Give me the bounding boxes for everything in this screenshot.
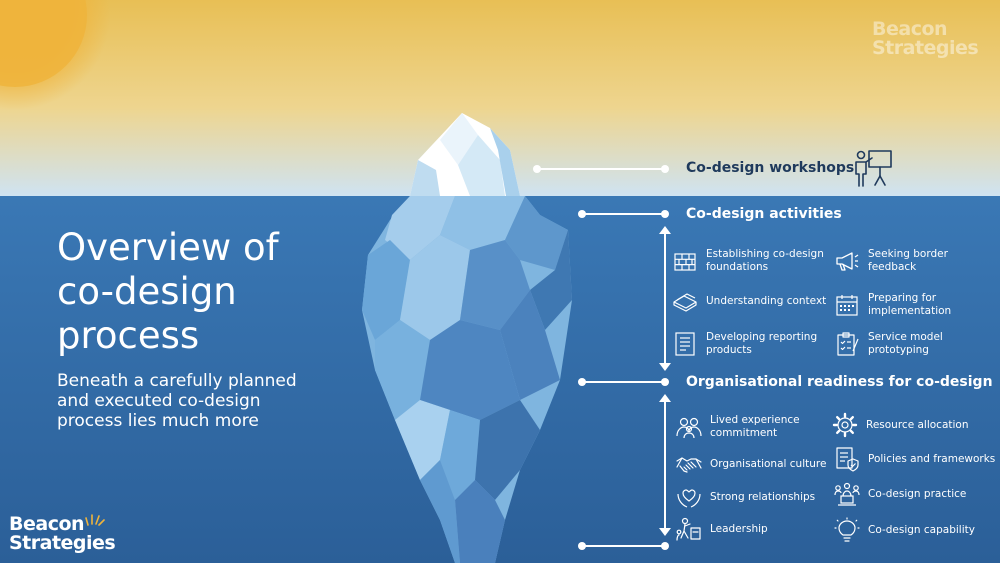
readiness-label: Organisational culture bbox=[710, 458, 826, 471]
readiness-item: Leadership bbox=[676, 516, 768, 542]
readiness-item: Strong relationships bbox=[676, 484, 815, 510]
label-line: Establishing co-design bbox=[706, 248, 824, 260]
presenter-icon bbox=[855, 150, 892, 187]
label-line: Leadership bbox=[710, 522, 768, 535]
iceberg-tip bbox=[410, 113, 520, 196]
label-line: Co-design capability bbox=[868, 523, 975, 536]
readiness-label: Resource allocation bbox=[866, 419, 969, 432]
page-title: Overview of co-design process bbox=[57, 226, 357, 358]
label-line: Co-design practice bbox=[868, 487, 967, 500]
gear-icon bbox=[832, 412, 858, 438]
label-line: Service model bbox=[868, 331, 943, 343]
readiness-label: Leadership bbox=[710, 523, 768, 536]
section-header-workshops: Co-design workshops bbox=[686, 160, 855, 176]
readiness-label: Strong relationships bbox=[710, 491, 815, 504]
team-laptop-icon bbox=[834, 482, 860, 506]
activity-item: Understanding context bbox=[672, 288, 826, 314]
activity-item: Establishing co-design foundations bbox=[672, 248, 824, 274]
readiness-item: Co-design practice bbox=[834, 481, 966, 507]
activity-item: Seeking border feedback bbox=[834, 248, 948, 274]
readiness-label: Co-design practice bbox=[868, 488, 966, 501]
readiness-item: Policies and frameworks bbox=[834, 446, 995, 472]
brand-top-line2: Strategies bbox=[872, 37, 979, 59]
label-line: feedback bbox=[868, 261, 917, 273]
subtitle-line: Beneath a carefully planned bbox=[57, 371, 297, 391]
title-line: co-design bbox=[57, 270, 237, 313]
connectors bbox=[533, 165, 671, 550]
label-line: Seeking border bbox=[868, 248, 948, 260]
policy-icon bbox=[836, 447, 859, 472]
subtitle-line: and executed co-design bbox=[57, 391, 261, 411]
books-icon bbox=[673, 293, 697, 312]
label-line: Policies and frameworks bbox=[868, 452, 996, 465]
activity-label: Service model prototyping bbox=[868, 331, 943, 357]
subtitle-line: process lies much more bbox=[57, 411, 259, 431]
activity-item: Developing reporting products bbox=[672, 331, 817, 357]
label-line: Lived experience bbox=[710, 414, 800, 426]
brand-bottom-line2: Strategies bbox=[9, 532, 116, 554]
title-line: process bbox=[57, 314, 200, 357]
readiness-item: Organisational culture bbox=[676, 451, 826, 477]
document-icon bbox=[675, 332, 695, 356]
label-line: Developing reporting bbox=[706, 331, 818, 343]
label-line: Resource allocation bbox=[866, 418, 969, 431]
beacon-rays-icon bbox=[85, 514, 105, 526]
brand-logo-bottom: Beacon Strategies bbox=[9, 513, 116, 554]
section-header-readiness: Organisational readiness for co-design bbox=[686, 374, 993, 390]
readiness-item: Co-design capability bbox=[834, 517, 975, 543]
brick-wall-icon bbox=[674, 253, 696, 271]
label-line: products bbox=[706, 344, 752, 356]
readiness-label: Policies and frameworks bbox=[868, 453, 995, 466]
clipboard-icon bbox=[837, 332, 859, 356]
label-line: prototyping bbox=[868, 344, 929, 356]
readiness-label: Co-design capability bbox=[868, 524, 975, 537]
brand-bottom-line1: Beacon bbox=[9, 513, 85, 535]
calendar-icon bbox=[836, 295, 858, 316]
activity-label: Understanding context bbox=[706, 295, 826, 308]
label-line: Preparing for bbox=[868, 292, 937, 304]
activity-label: Preparing for implementation bbox=[868, 292, 951, 318]
heart-hands-icon bbox=[677, 489, 701, 508]
megaphone-icon bbox=[836, 252, 859, 271]
iceberg-body bbox=[362, 196, 572, 563]
readiness-item: Resource allocation bbox=[832, 412, 969, 438]
subtitle: Beneath a carefully planned and executed… bbox=[57, 371, 357, 431]
label-line: commitment bbox=[710, 427, 778, 439]
label-line: Strong relationships bbox=[710, 490, 816, 503]
activity-label: Developing reporting products bbox=[706, 331, 817, 357]
section-header-activities: Co-design activities bbox=[686, 206, 842, 222]
brand-logo-top: Beacon Strategies bbox=[872, 18, 979, 59]
people-icon bbox=[676, 417, 702, 439]
activity-item: Service model prototyping bbox=[834, 331, 943, 357]
handshake-icon bbox=[676, 457, 702, 473]
readiness-item: Lived experience commitment bbox=[676, 414, 800, 440]
brand-top-line1: Beacon bbox=[872, 18, 948, 40]
readiness-label: Lived experience commitment bbox=[710, 414, 800, 440]
label-line: Understanding context bbox=[706, 294, 827, 307]
activity-item: Preparing for implementation bbox=[834, 292, 951, 318]
activity-label: Establishing co-design foundations bbox=[706, 248, 824, 274]
lightbulb-icon bbox=[834, 517, 860, 542]
sun-core bbox=[0, 0, 87, 87]
label-line: foundations bbox=[706, 261, 769, 273]
title-line: Overview of bbox=[57, 226, 279, 269]
leadership-icon bbox=[676, 517, 701, 541]
activity-label: Seeking border feedback bbox=[868, 248, 948, 274]
label-line: implementation bbox=[868, 305, 952, 317]
label-line: Organisational culture bbox=[710, 457, 827, 470]
